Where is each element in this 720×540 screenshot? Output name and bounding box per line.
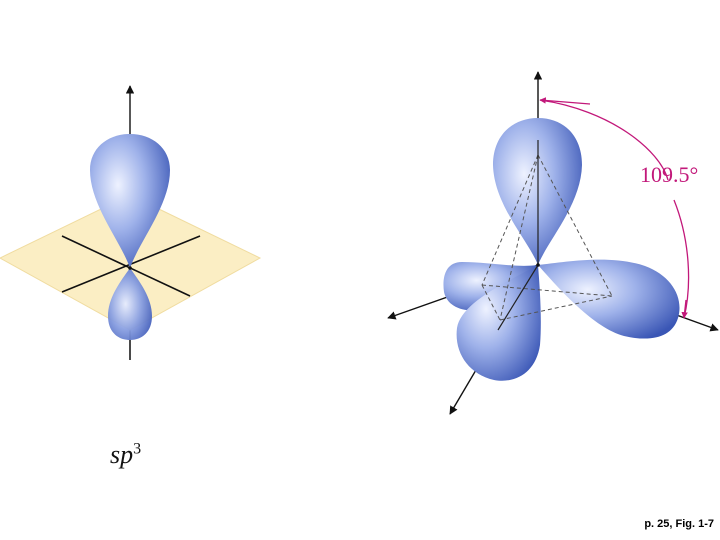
hybridization-superscript: 3 — [133, 440, 142, 458]
bond-angle-arc — [539, 99, 690, 319]
figure-caption: p. 25, Fig. 1-7 — [644, 518, 714, 530]
nucleus-point — [128, 266, 132, 270]
sp3-single-orbital — [0, 85, 262, 360]
hybridization-label: sp3 — [110, 440, 141, 470]
large-lobe — [90, 134, 170, 268]
bond-angle-label: 109.5° — [640, 162, 699, 187]
center-atom — [536, 263, 540, 267]
small-lobe — [108, 268, 152, 340]
hybridization-base: sp — [110, 440, 134, 469]
sp3-tetrahedral-orbitals — [387, 71, 719, 415]
lobe-right — [538, 259, 680, 339]
